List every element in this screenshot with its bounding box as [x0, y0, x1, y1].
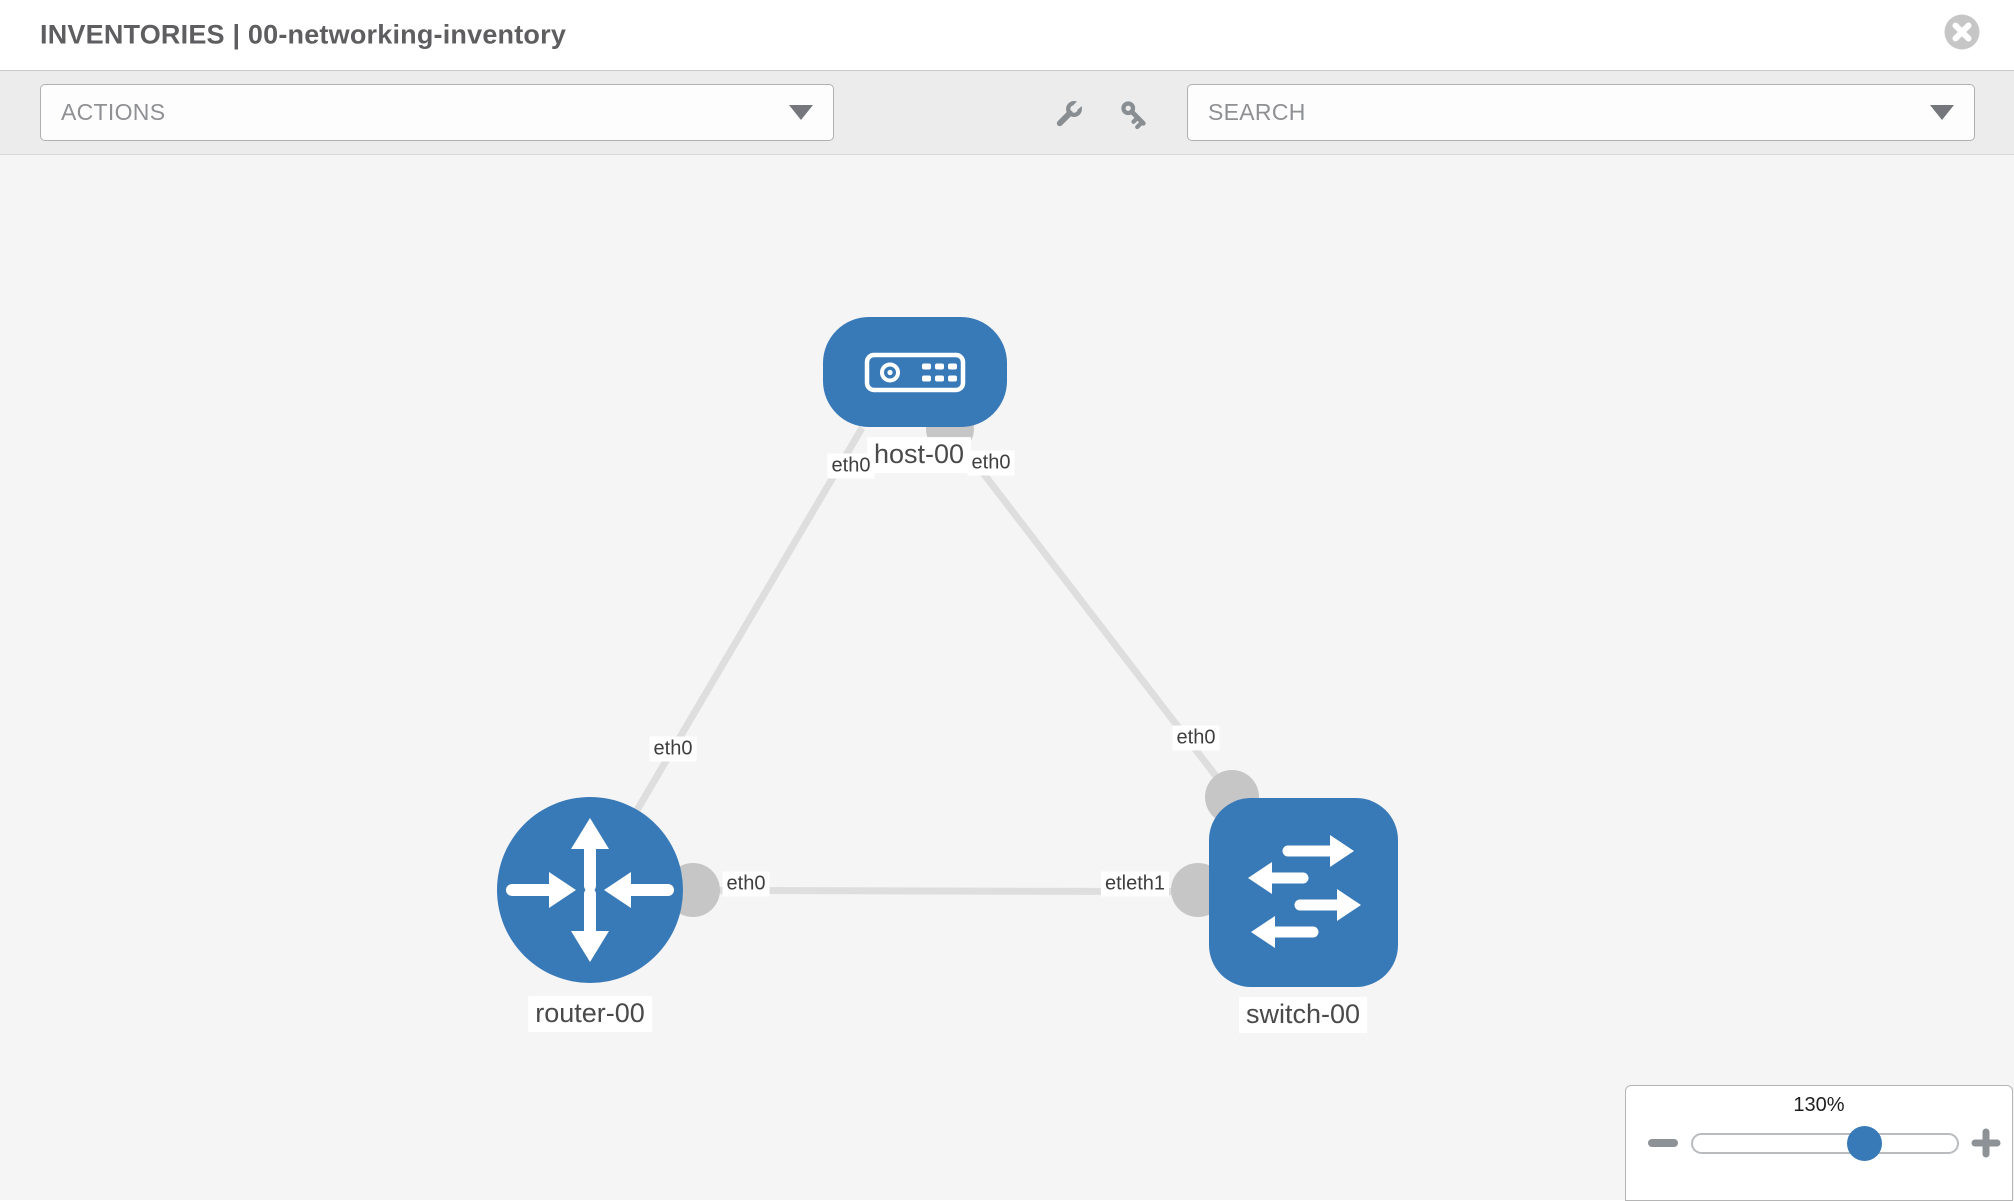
wrench-icon	[1056, 99, 1084, 127]
topology-canvas[interactable]: host-00 router-00 switch-00 eth0 eth0 et…	[0, 155, 2014, 1201]
zoom-slider-handle[interactable]	[1847, 1126, 1882, 1161]
page-title: INVENTORIES | 00-networking-inventory	[40, 19, 567, 50]
interface-label: eth0	[722, 871, 770, 897]
zoom-panel: 130%	[1625, 1085, 2013, 1201]
minus-icon	[1648, 1139, 1678, 1147]
node-router-00[interactable]	[497, 797, 683, 983]
node-switch-00[interactable]	[1209, 798, 1398, 987]
zoom-slider[interactable]	[1691, 1126, 1959, 1161]
host-icon	[864, 352, 966, 393]
close-button[interactable]	[1943, 13, 1981, 51]
close-icon	[1944, 14, 1980, 50]
search-dropdown[interactable]: SEARCH	[1187, 84, 1975, 141]
node-label-router: router-00	[528, 996, 652, 1032]
zoom-in-button[interactable]	[1971, 1128, 2001, 1163]
zoom-level: 130%	[1793, 1094, 1845, 1116]
actions-dropdown[interactable]: ACTIONS	[40, 84, 834, 141]
node-host-00[interactable]	[823, 317, 1007, 427]
interface-label: eth0	[1172, 725, 1220, 751]
chevron-down-icon	[789, 105, 813, 120]
interface-label: eth0	[827, 453, 875, 479]
zoom-out-button[interactable]	[1648, 1135, 1678, 1156]
node-label-host: host-00	[866, 437, 972, 473]
actions-dropdown-label: ACTIONS	[61, 99, 166, 125]
node-label-switch: switch-00	[1238, 997, 1368, 1033]
search-dropdown-label: SEARCH	[1208, 99, 1306, 125]
key-button[interactable]	[1118, 98, 1152, 137]
panel-header: INVENTORIES | 00-networking-inventory	[0, 0, 2014, 71]
key-icon	[1121, 101, 1146, 130]
wrench-button[interactable]	[1051, 98, 1085, 137]
router-icon	[506, 818, 674, 962]
interface-label: eth0	[967, 450, 1015, 476]
plus-icon	[1971, 1128, 2001, 1158]
toolbar: ACTIONS SEARCH	[0, 71, 2014, 155]
switch-icon	[1248, 835, 1361, 948]
interface-label: eth0	[649, 736, 697, 762]
interface-label: etleth1	[1100, 871, 1170, 897]
chevron-down-icon	[1930, 105, 1954, 120]
